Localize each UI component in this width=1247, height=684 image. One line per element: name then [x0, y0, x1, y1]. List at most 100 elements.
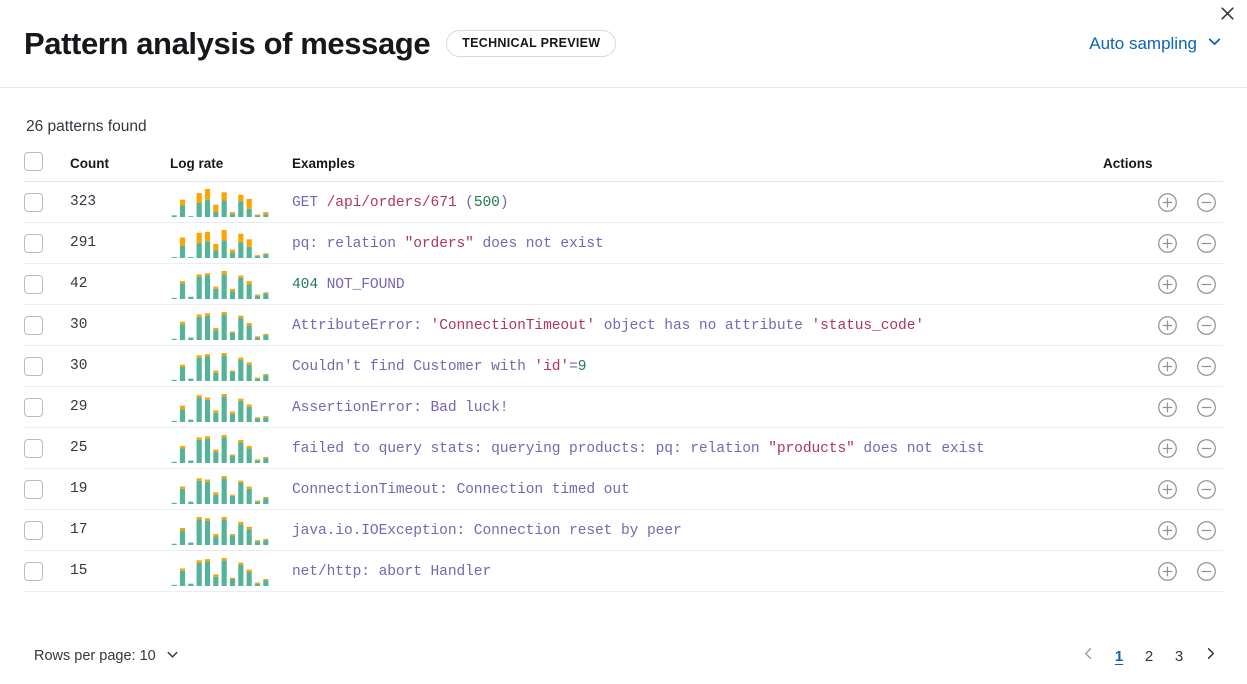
example-token: does not exist	[854, 441, 985, 457]
circle-plus-icon[interactable]	[1157, 356, 1178, 377]
circle-minus-icon[interactable]	[1196, 561, 1217, 582]
circle-minus-icon[interactable]	[1196, 233, 1217, 254]
circle-minus-icon[interactable]	[1196, 520, 1217, 541]
auto-sampling-selector[interactable]: Auto sampling	[1089, 33, 1223, 55]
circle-plus-icon[interactable]	[1157, 397, 1178, 418]
row-count: 30	[70, 304, 170, 346]
example-token: AttributeError:	[292, 318, 431, 334]
row-actions-cell	[1103, 386, 1223, 428]
row-checkbox[interactable]	[24, 520, 43, 540]
row-log-rate-sparkline	[170, 550, 292, 592]
dialog-body: 26 patterns found Count Log rate Example…	[0, 88, 1247, 592]
circle-plus-icon[interactable]	[1157, 561, 1178, 582]
example-token: (	[456, 195, 474, 211]
row-select-cell	[24, 550, 70, 592]
row-checkbox[interactable]	[24, 233, 43, 253]
example-token: /api/orders/671	[326, 195, 457, 211]
row-checkbox[interactable]	[24, 315, 43, 335]
row-actions-cell	[1103, 550, 1223, 592]
example-token: failed to query stats: querying products…	[292, 441, 769, 457]
row-count: 291	[70, 222, 170, 264]
row-actions-cell	[1103, 304, 1223, 346]
circle-plus-icon[interactable]	[1157, 274, 1178, 295]
row-log-rate-sparkline	[170, 263, 292, 305]
column-header-count[interactable]: Count	[70, 152, 170, 182]
row-count: 42	[70, 263, 170, 305]
chevron-down-icon	[1206, 33, 1223, 55]
column-header-examples[interactable]: Examples	[292, 152, 1103, 182]
row-count: 323	[70, 181, 170, 223]
row-example: AssertionError: Bad luck!	[292, 386, 1103, 428]
close-button[interactable]	[1213, 2, 1241, 30]
row-select-cell	[24, 181, 70, 223]
row-log-rate-sparkline	[170, 509, 292, 551]
row-example: AttributeError: 'ConnectionTimeout' obje…	[292, 304, 1103, 346]
row-count: 17	[70, 509, 170, 551]
circle-minus-icon[interactable]	[1196, 438, 1217, 459]
circle-minus-icon[interactable]	[1196, 315, 1217, 336]
pagination-next-button[interactable]	[1197, 643, 1223, 669]
circle-minus-icon[interactable]	[1196, 397, 1217, 418]
row-example: java.io.IOException: Connection reset by…	[292, 509, 1103, 551]
row-example: GET /api/orders/671 (500)	[292, 181, 1103, 223]
example-token: NOT_FOUND	[317, 277, 405, 293]
circle-minus-icon[interactable]	[1196, 274, 1217, 295]
table-row[interactable]: 17 java.io.IOException: Connection reset …	[24, 509, 1223, 551]
column-header-log-rate[interactable]: Log rate	[170, 152, 292, 182]
row-example: 404 NOT_FOUND	[292, 263, 1103, 305]
row-count: 30	[70, 345, 170, 387]
example-token: 'id'	[534, 359, 570, 375]
header-left-group: Pattern analysis of message TECHNICAL PR…	[24, 26, 617, 62]
table-footer: Rows per page: 10 1 2 3	[0, 628, 1247, 684]
circle-plus-icon[interactable]	[1157, 315, 1178, 336]
pagination-pages: 1 2 3	[1107, 643, 1191, 669]
example-token: "products"	[768, 441, 855, 457]
row-checkbox[interactable]	[24, 479, 43, 499]
example-token: 404	[292, 277, 318, 293]
circle-plus-icon[interactable]	[1157, 192, 1178, 213]
example-token: 'status_code'	[811, 318, 925, 334]
table-header: Count Log rate Examples Actions	[24, 152, 1223, 182]
row-checkbox[interactable]	[24, 356, 43, 376]
row-select-cell	[24, 509, 70, 551]
row-checkbox[interactable]	[24, 192, 43, 212]
pagination-page-2[interactable]: 2	[1144, 647, 1154, 665]
circle-plus-icon[interactable]	[1157, 479, 1178, 500]
table-row[interactable]: 323 GET /api/orders/671 (500)	[24, 181, 1223, 223]
row-log-rate-sparkline	[170, 386, 292, 428]
row-checkbox[interactable]	[24, 274, 43, 294]
circle-minus-icon[interactable]	[1196, 192, 1217, 213]
circle-minus-icon[interactable]	[1196, 479, 1217, 500]
row-select-cell	[24, 304, 70, 346]
example-token: )	[499, 195, 509, 211]
row-select-cell	[24, 263, 70, 305]
pagination-page-3[interactable]: 3	[1174, 647, 1184, 665]
row-count: 29	[70, 386, 170, 428]
row-actions-cell	[1103, 222, 1223, 264]
rows-per-page-selector[interactable]: Rows per page: 10	[24, 647, 180, 666]
circle-plus-icon[interactable]	[1157, 233, 1178, 254]
example-token: ConnectionTimeout: Connection timed out	[292, 482, 630, 498]
row-checkbox[interactable]	[24, 397, 43, 417]
circle-minus-icon[interactable]	[1196, 356, 1217, 377]
circle-plus-icon[interactable]	[1157, 520, 1178, 541]
row-example: net/http: abort Handler	[292, 550, 1103, 592]
row-select-cell	[24, 468, 70, 510]
table-row[interactable]: 42 404 NOT_FOUND	[24, 263, 1223, 305]
table-row[interactable]: 29 AssertionError: Bad luck!	[24, 386, 1223, 428]
example-token: java.io.IOException: Connection reset by…	[292, 523, 682, 539]
pagination-previous-button[interactable]	[1075, 643, 1101, 669]
pagination-page-1[interactable]: 1	[1114, 647, 1124, 665]
table-row[interactable]: 30 AttributeError: 'ConnectionTimeout' ob…	[24, 304, 1223, 346]
circle-plus-icon[interactable]	[1157, 438, 1178, 459]
row-checkbox[interactable]	[24, 561, 43, 581]
row-checkbox[interactable]	[24, 438, 43, 458]
select-all-checkbox[interactable]	[24, 152, 43, 171]
row-select-cell	[24, 386, 70, 428]
